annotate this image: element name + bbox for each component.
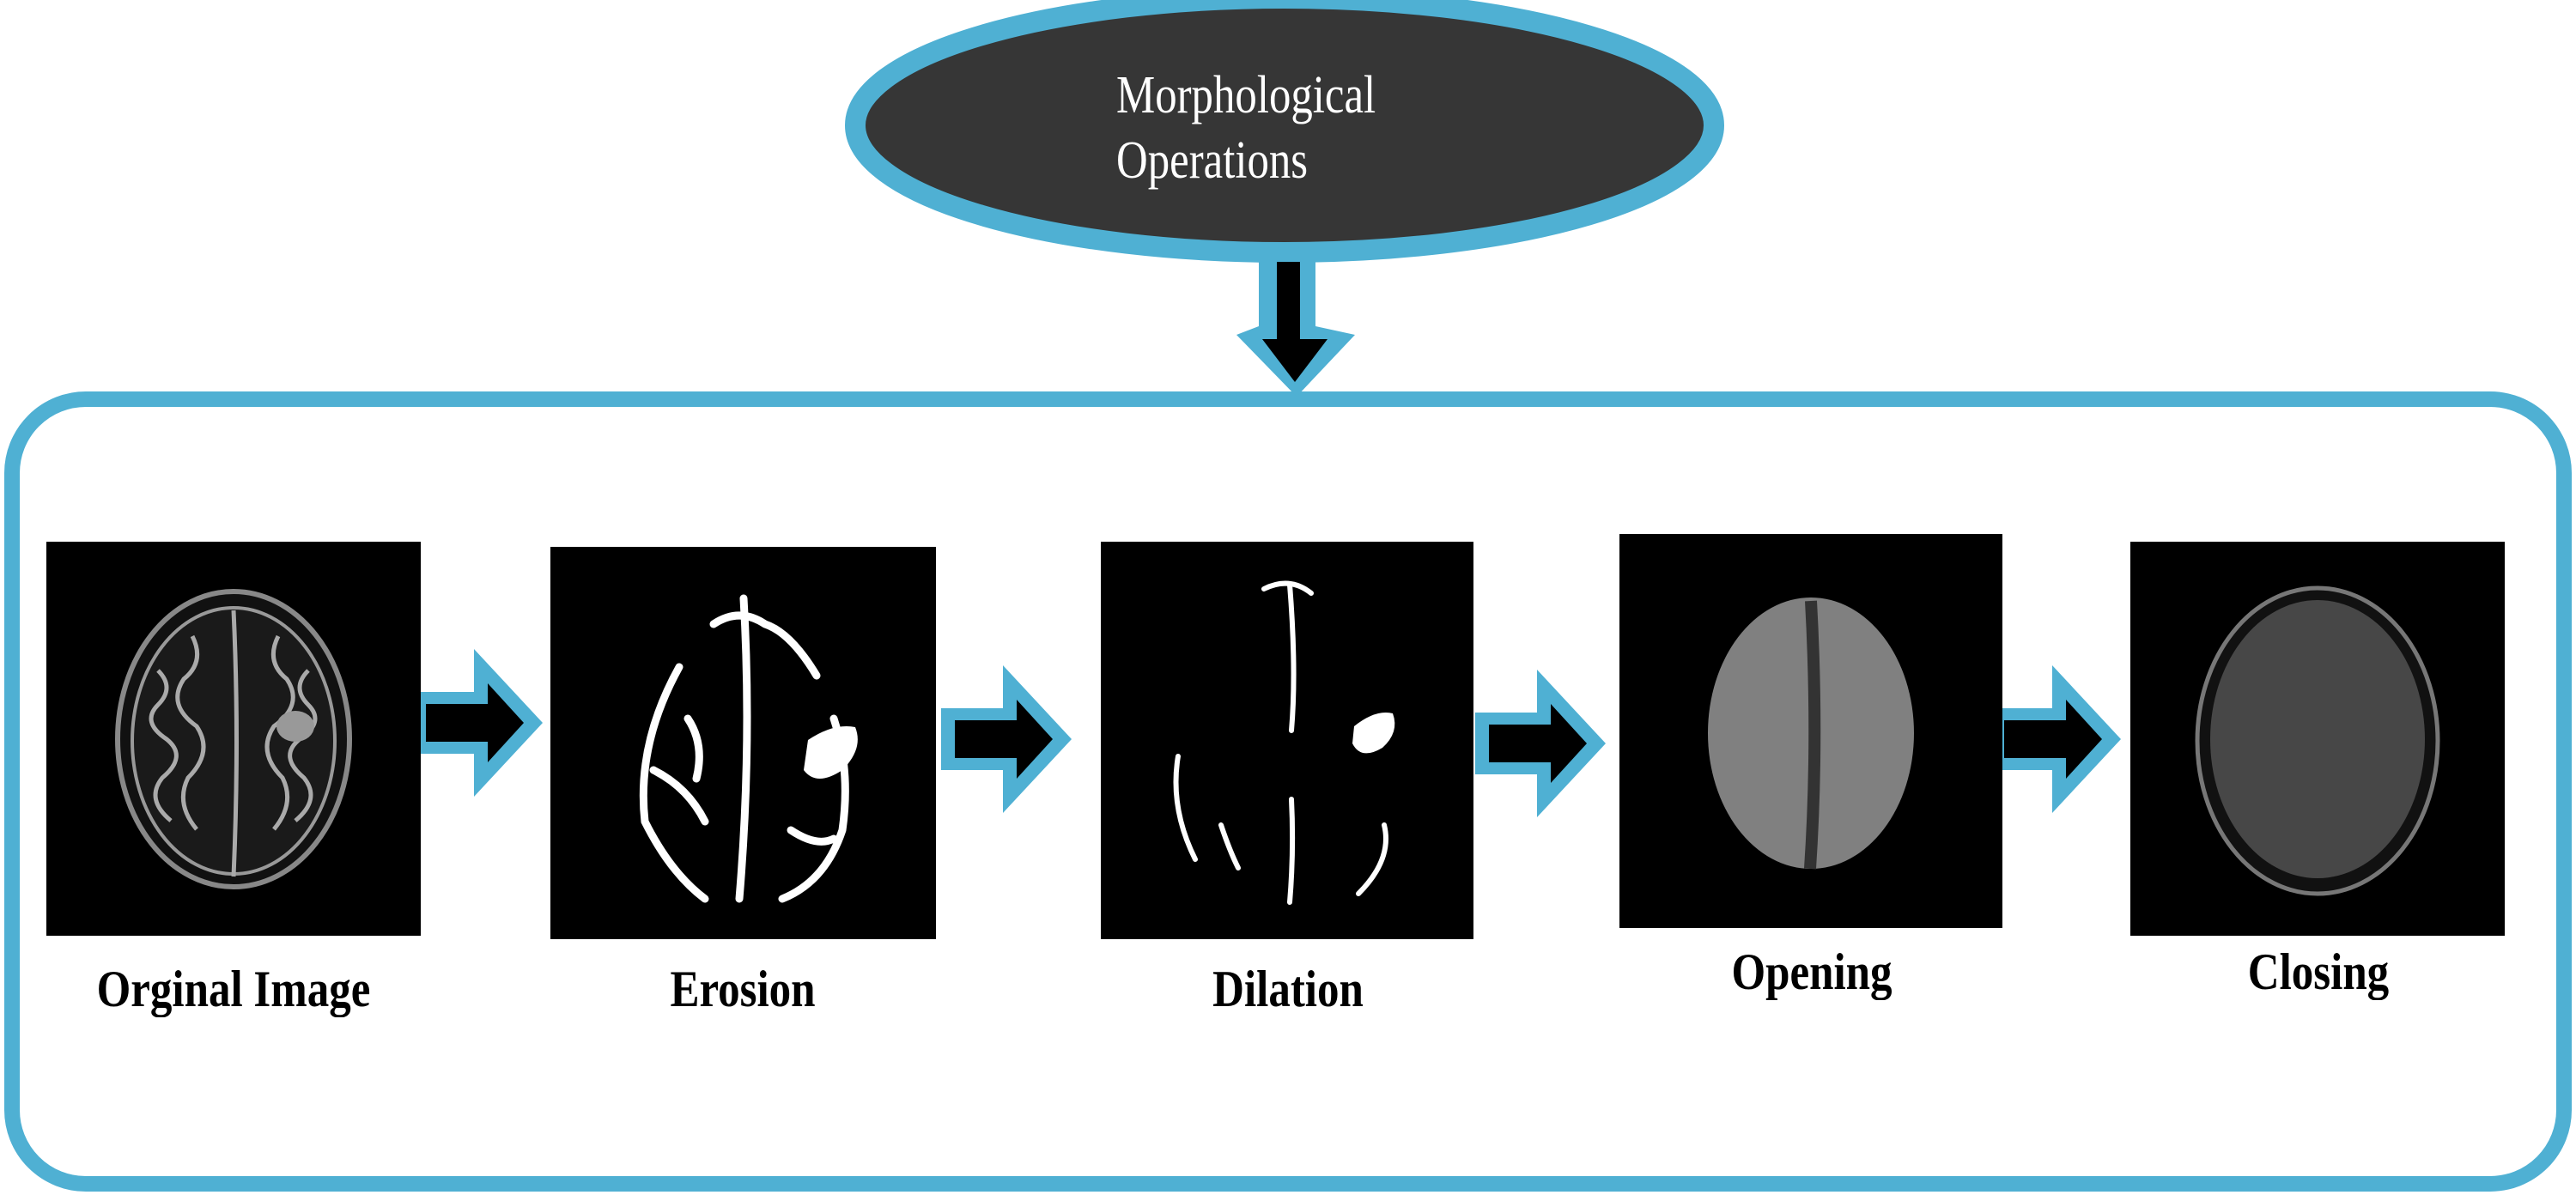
- dilation-image: [1101, 542, 1473, 939]
- closing-image: [2130, 542, 2505, 936]
- original-image: [46, 542, 421, 936]
- label-dilation: Dilation: [1212, 961, 1364, 1017]
- right-arrow-icon: [412, 649, 543, 797]
- down-arrow-icon: [1236, 258, 1355, 397]
- label-opening: Opening: [1731, 943, 1893, 1000]
- title-line-2: Operations: [1116, 131, 1309, 190]
- label-original-image: Orginal Image: [96, 961, 371, 1017]
- title-line-1: Morphological: [1116, 66, 1376, 124]
- right-arrow-icon: [1475, 670, 1606, 817]
- opening-image: [1619, 534, 2002, 928]
- label-closing: Closing: [2247, 943, 2390, 1000]
- right-arrow-icon: [1990, 665, 2121, 813]
- label-erosion: Erosion: [670, 961, 816, 1017]
- erosion-image: [550, 547, 936, 939]
- title-ellipse: [845, 0, 1724, 263]
- right-arrow-icon: [941, 665, 1072, 813]
- operations-container: [4, 391, 2572, 1192]
